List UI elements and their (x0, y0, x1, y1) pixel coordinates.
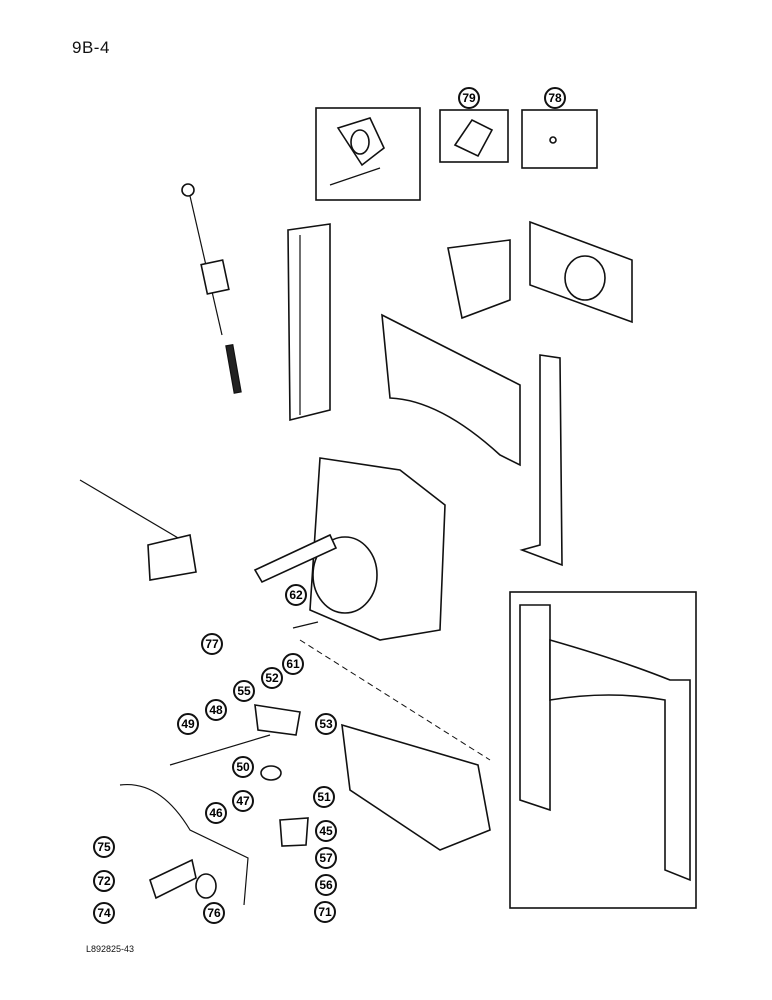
svg-text:47: 47 (236, 794, 250, 808)
callout-72: 72 (93, 870, 115, 892)
svg-text:62: 62 (289, 588, 303, 602)
svg-text:51: 51 (317, 790, 331, 804)
callout-48: 48 (205, 699, 227, 721)
figure-id: L892825-43 (86, 944, 135, 954)
upper-mounting-bracket (447, 239, 511, 320)
svg-text:77: 77 (205, 637, 219, 651)
callout-49: 49 (177, 713, 199, 735)
shift-lever-assembly (169, 704, 309, 847)
callout-55: 55 (233, 680, 255, 702)
mounting-plate (529, 220, 633, 324)
inset-plate-78-box (521, 109, 598, 169)
svg-text:61: 61 (286, 657, 300, 671)
inset-gasket-box (315, 107, 421, 201)
callout-51: 51 (313, 786, 335, 808)
inset-frame-box (509, 591, 697, 909)
svg-text:46: 46 (209, 806, 223, 820)
svg-text:76: 76 (207, 906, 221, 920)
callout-45: 45 (315, 820, 337, 842)
svg-text:56: 56 (319, 878, 333, 892)
gearbox-housing (79, 457, 446, 641)
inset-bracket-79-box (439, 109, 509, 163)
svg-text:49: 49 (181, 717, 195, 731)
callout-53: 53 (315, 713, 337, 735)
assembly-guide-line (299, 639, 491, 761)
svg-text:79: 79 (462, 91, 476, 105)
callout-56: 56 (315, 874, 337, 896)
adjusting-rod-assembly (181, 183, 242, 394)
svg-text:74: 74 (97, 906, 111, 920)
svg-text:78: 78 (548, 91, 562, 105)
callout-71: 71 (314, 901, 336, 923)
callout-78: 78 (544, 87, 566, 109)
svg-text:57: 57 (319, 851, 333, 865)
callout-62: 62 (285, 584, 307, 606)
shift-link-rod (119, 783, 249, 906)
svg-text:75: 75 (97, 840, 111, 854)
page-label: 9B-4 (72, 38, 110, 57)
callout-47: 47 (232, 790, 254, 812)
svg-text:52: 52 (265, 671, 279, 685)
callout-75: 75 (93, 836, 115, 858)
callout-79: 79 (458, 87, 480, 109)
curved-frame-support (381, 313, 521, 467)
lower-shift-housing (341, 723, 491, 851)
callout-57: 57 (315, 847, 337, 869)
callout-50: 50 (232, 756, 254, 778)
callout-76: 76 (203, 902, 225, 924)
callout-77: 77 (201, 633, 223, 655)
svg-text:55: 55 (237, 684, 251, 698)
svg-text:53: 53 (319, 717, 333, 731)
svg-text:48: 48 (209, 703, 223, 717)
svg-text:50: 50 (236, 760, 250, 774)
callout-52: 52 (261, 667, 283, 689)
callout-74: 74 (93, 902, 115, 924)
vertical-channel-bracket (287, 223, 331, 422)
right-channel-bracket (519, 354, 563, 567)
svg-text:45: 45 (319, 824, 333, 838)
svg-text:71: 71 (318, 905, 332, 919)
callout-46: 46 (205, 802, 227, 824)
callout-61: 61 (282, 653, 304, 675)
svg-text:72: 72 (97, 874, 111, 888)
